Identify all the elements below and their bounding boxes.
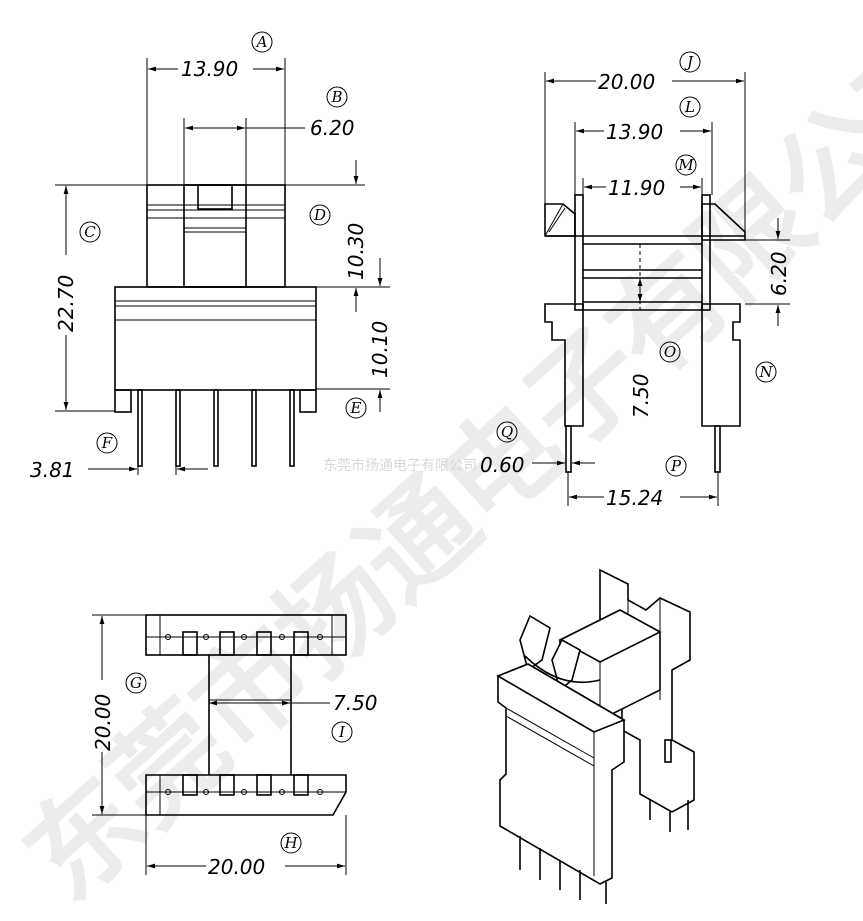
- dim-f-text: 3.81: [30, 458, 75, 482]
- dim-j-text: 20.00: [598, 70, 655, 94]
- label-c: C: [84, 223, 96, 241]
- dim-a-text: 13.90: [181, 57, 238, 81]
- dim-l-text: 13.90: [606, 120, 663, 144]
- watermark-small-text: 东莞市扬通电子有限公司: [323, 457, 477, 474]
- dim-n-text: 6.20: [767, 251, 791, 296]
- front-center-post: [183, 184, 247, 288]
- label-i: I: [338, 723, 346, 741]
- bottom-view: 20.00 G 7.50 I 20.00 H: [91, 614, 378, 879]
- label-f: F: [101, 434, 113, 452]
- label-a-circle: [251, 31, 273, 53]
- label-j: J: [684, 53, 694, 71]
- dim-p-text: 15.24: [606, 486, 663, 510]
- label-a: A: [255, 33, 268, 51]
- dim-o-text: 7.50: [629, 373, 653, 418]
- label-p: P: [670, 457, 682, 475]
- front-upper-body: [146, 184, 286, 288]
- label-e: E: [350, 399, 362, 417]
- side-view: 20.00 J 13.90 L 11.90 M 6.20 N 7.50 O: [480, 51, 791, 510]
- label-n: N: [758, 363, 773, 381]
- dim-c-text: 22.70: [54, 275, 78, 332]
- label-b: B: [330, 88, 342, 106]
- bottom-bottom-rail: [145, 774, 347, 816]
- front-base: [114, 286, 317, 391]
- front-view: 13.90 A 6.20 B 22.70 C 10.30 D 10.10 E: [30, 31, 392, 482]
- front-pins: [137, 389, 295, 467]
- label-q: Q: [501, 423, 513, 441]
- isometric-view: [496, 568, 695, 904]
- dim-h-text: 20.00: [208, 855, 265, 879]
- side-pin-right: [714, 425, 721, 473]
- label-o: O: [664, 343, 676, 361]
- dim-g-text: 20.00: [91, 694, 115, 751]
- dim-b-text: 6.20: [310, 116, 355, 140]
- dim-m-text: 11.90: [608, 176, 665, 200]
- label-g: G: [130, 674, 142, 692]
- watermark: 东莞市扬通电子有限公司 东莞市扬通电子有限公司: [1, 4, 863, 921]
- label-d: D: [313, 206, 326, 224]
- label-l: L: [684, 98, 695, 116]
- label-h: H: [283, 834, 298, 852]
- dim-i-text: 7.50: [333, 691, 378, 715]
- bottom-top-rail: [145, 614, 347, 656]
- dim-q-text: 0.60: [480, 453, 525, 477]
- dim-e-text: 10.10: [368, 321, 392, 378]
- label-m: M: [677, 156, 694, 174]
- dim-d-text: 10.30: [344, 223, 368, 280]
